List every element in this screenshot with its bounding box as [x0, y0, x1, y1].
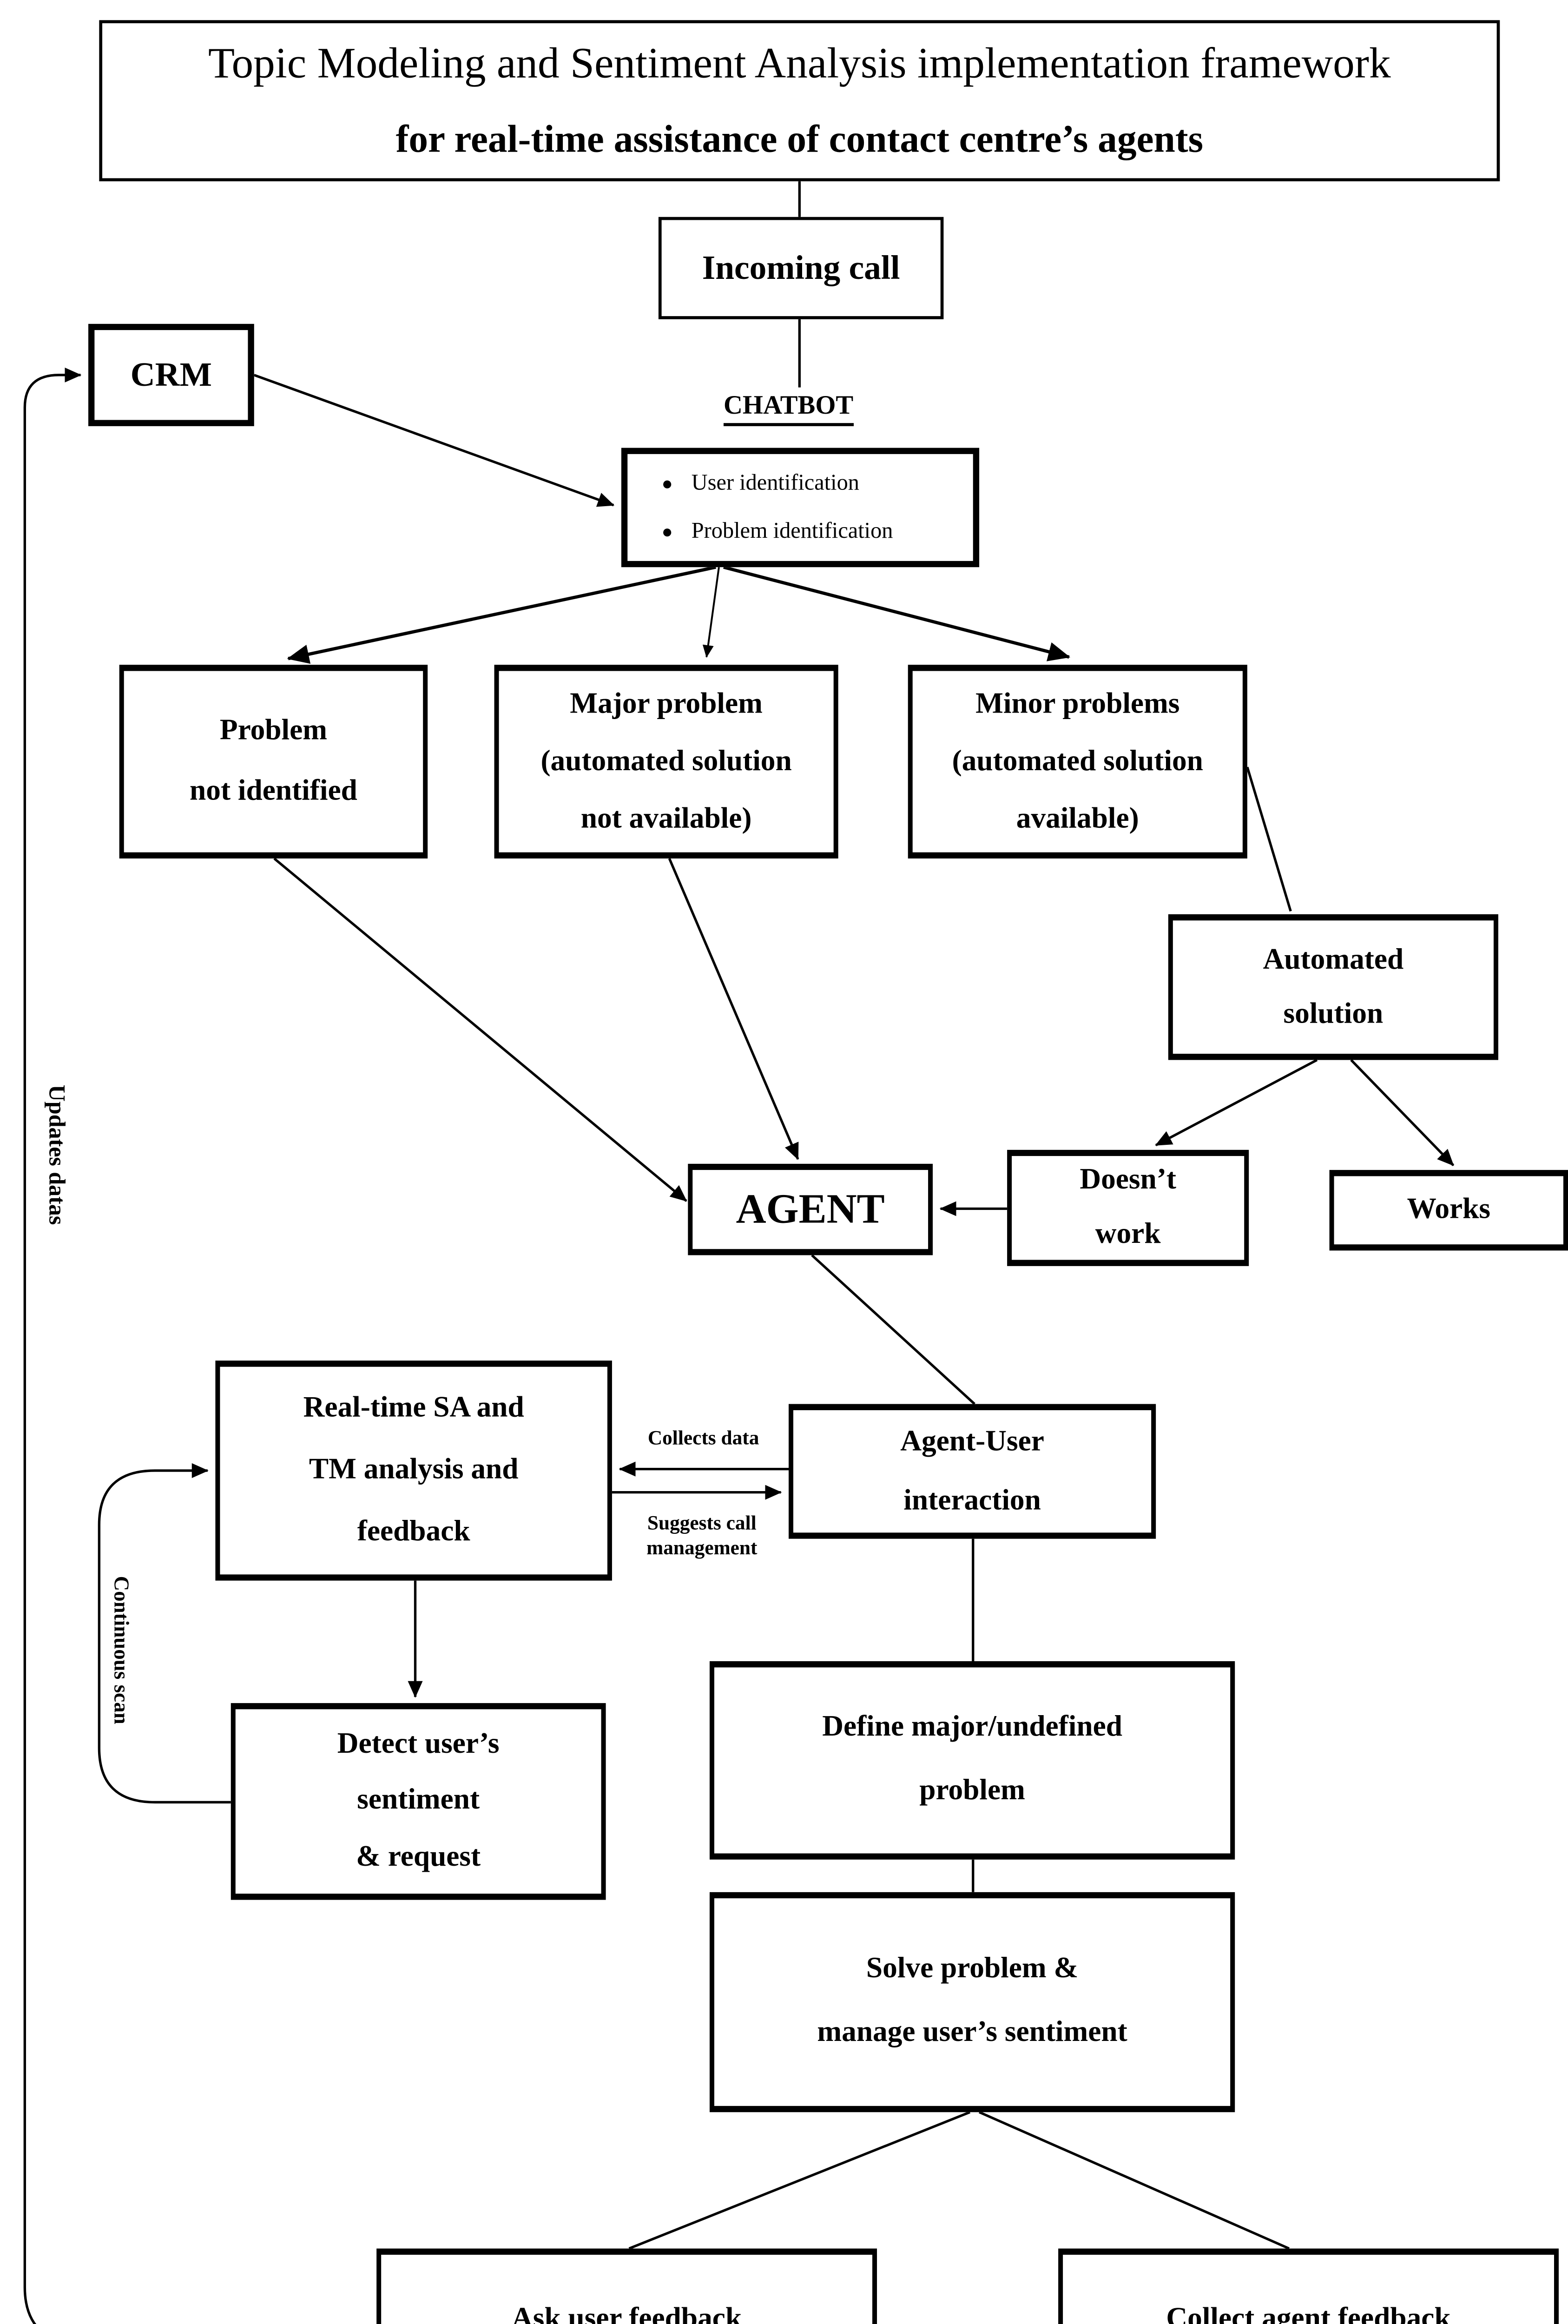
node-chatbot: ● User identification ● Problem identifica…: [621, 448, 980, 568]
chatbot-item-label: Problem identification: [691, 518, 893, 543]
node-label-line: feedback: [357, 1515, 470, 1548]
node-label-line: Agent-User: [900, 1425, 1044, 1458]
title-box: Topic Modeling and Sentiment Analysis im…: [99, 20, 1500, 182]
node-crm: CRM: [88, 324, 254, 426]
node-label: Works: [1407, 1192, 1491, 1225]
connector-automated-solution-to-doesnt-work: [1155, 1059, 1318, 1147]
node-realtime-analysis: Real-time SA and TM analysis and feedbac…: [215, 1360, 612, 1581]
node-agent: AGENT: [688, 1163, 933, 1255]
node-define-problem: Define major/undefined problem: [709, 1661, 1235, 1860]
node-label-line: (automated solution: [952, 745, 1203, 778]
node-automated-solution: Automated solution: [1168, 914, 1498, 1060]
node-collect-agent-feedback: Collect agent feedback: [1058, 2248, 1559, 2324]
node-label-line: not available): [580, 803, 752, 836]
connector-minor-problems-to-automated-solution: [1246, 766, 1292, 912]
node-label-line: Real-time SA and: [303, 1392, 524, 1425]
chatbot-item: ● User identification: [661, 471, 859, 496]
node-solve-problem: Solve problem & manage user’s sentiment: [709, 1892, 1235, 2113]
node-incoming-call: Incoming call: [658, 217, 944, 319]
node-label-line: sentiment: [357, 1784, 480, 1817]
node-label-line: work: [1095, 1217, 1161, 1250]
connector-problem-not-identified-to-agent: [273, 857, 687, 1202]
edge-label-line: Suggests call: [647, 1511, 757, 1534]
node-label-line: Detect user’s: [337, 1728, 500, 1761]
node-label-line: TM analysis and: [309, 1453, 519, 1486]
chatbot-item-label: User identification: [691, 471, 859, 496]
title-line2: for real-time assistance of contact cent…: [395, 119, 1204, 161]
connector-automated-solution-to-works: [1350, 1059, 1455, 1167]
edge-label-collects-data: Collects data: [647, 1426, 759, 1449]
node-label: Ask user feedback: [512, 2303, 742, 2324]
node-major-problem: Major problem (automated solution not av…: [494, 665, 838, 859]
node-label: AGENT: [736, 1185, 885, 1232]
node-minor-problems: Minor problems (automated solution avail…: [908, 665, 1247, 859]
chatbot-item: ● Problem identification: [662, 520, 893, 542]
node-label-line: problem: [919, 1774, 1025, 1807]
edge-label-suggests-call: Suggests call management: [620, 1511, 784, 1561]
connector-solve-to-collect-feedback: [979, 2111, 1290, 2250]
edge-label-continuous-scan: Continuous scan: [110, 1576, 133, 1724]
node-ask-user-feedback: Ask user feedback: [376, 2248, 877, 2324]
node-works: Works: [1329, 1170, 1568, 1251]
node-label-line: Solve problem &: [866, 1953, 1079, 1986]
edge-label-line: management: [646, 1536, 758, 1559]
node-label-line: not identified: [190, 774, 357, 807]
connector-updates-datas-loop: [23, 367, 82, 2324]
connector-major-problem-to-agent: [668, 858, 799, 1160]
node-doesnt-work: Doesn’t work: [1007, 1149, 1249, 1266]
node-label-line: Problem: [219, 713, 327, 746]
node-label-line: solution: [1283, 998, 1384, 1031]
edge-label-updates-datas: Updates datas: [43, 1084, 68, 1225]
connector-crm-to-chatbot: [253, 374, 615, 507]
node-label-line: available): [1016, 803, 1139, 836]
node-label-line: Minor problems: [975, 688, 1180, 721]
bullet-icon: ●: [661, 520, 673, 542]
bullet-icon: ●: [661, 472, 673, 495]
node-label-line: Define major/undefined: [822, 1711, 1122, 1744]
node-agent-user-interaction: Agent-User interaction: [789, 1404, 1156, 1539]
title-line1: Topic Modeling and Sentiment Analysis im…: [208, 40, 1391, 88]
node-label-line: interaction: [903, 1484, 1041, 1517]
connector-chatbot-to-major-problem: [702, 567, 720, 658]
connector-agent-to-agent-user: [811, 1254, 975, 1405]
node-detect-sentiment: Detect user’s sentiment & request: [231, 1703, 606, 1900]
node-label-line: (automated solution: [540, 745, 792, 778]
node-label: Collect agent feedback: [1166, 2303, 1451, 2324]
node-label-line: & request: [356, 1840, 481, 1873]
connector-solve-to-ask-feedback: [628, 2111, 971, 2250]
node-label-line: manage user’s sentiment: [817, 2016, 1127, 2049]
connector-chatbot-to-problem-not-identified: [287, 565, 717, 664]
node-label-line: Major problem: [570, 688, 763, 721]
node-label: Incoming call: [702, 248, 900, 288]
node-label: CRM: [130, 355, 212, 395]
node-problem-not-identified: Problem not identified: [119, 665, 428, 859]
chatbot-heading: CHATBOT: [723, 390, 854, 426]
node-label-line: Automated: [1263, 943, 1404, 976]
node-label-line: Doesn’t: [1080, 1164, 1176, 1197]
connector-continuous-scan-loop: [98, 1463, 231, 1804]
connector-chatbot-to-minor-problems: [723, 565, 1071, 661]
